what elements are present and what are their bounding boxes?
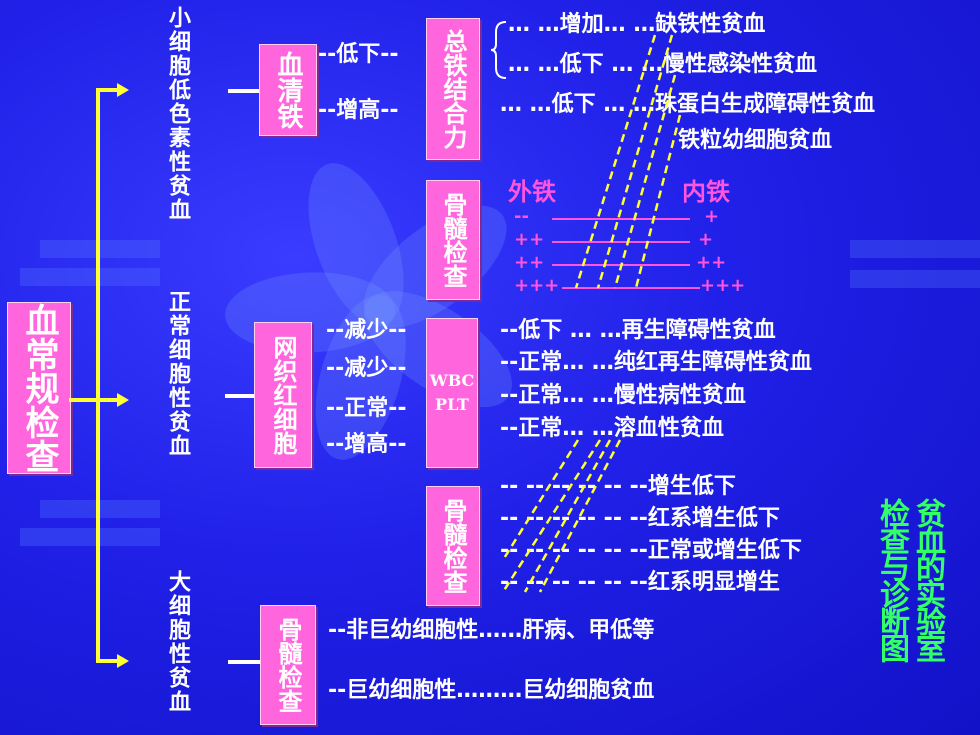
title-line-2: 检查与诊断图 xyxy=(874,498,909,660)
branch-line-normocytic xyxy=(96,398,118,402)
dash-connector xyxy=(225,394,255,398)
iron-line xyxy=(552,218,690,220)
arrow-icon xyxy=(117,83,129,97)
dash-connector xyxy=(228,660,260,664)
macro-row-1: --非巨幼细胞性……肝病、甲低等 xyxy=(328,618,655,643)
retic-value-3: --正常-- xyxy=(326,396,407,421)
retic-row-1: --低下 … …再生障碍性贫血 xyxy=(500,318,776,343)
iron-line xyxy=(552,241,690,243)
retic-row-3: --正常… …慢性病性贫血 xyxy=(500,383,746,408)
iron-row-1: … …增加… …缺铁性贫血 xyxy=(508,12,766,37)
outer-iron-label: 外铁 xyxy=(508,178,556,206)
marrow-row-3: -- -- -- -- -- --正常或增生低下 xyxy=(500,538,802,563)
outer-iron-value: ++ xyxy=(514,252,545,273)
wbc-label: WBC xyxy=(429,371,475,390)
marrow-row-1: -- -- -- -- -- --增生低下 xyxy=(500,474,736,499)
inner-iron-value: +++ xyxy=(700,275,746,296)
brace-icon xyxy=(490,21,507,79)
arrow-icon xyxy=(117,393,129,407)
blood-routine-box: 血常规检查 xyxy=(7,302,71,474)
bone-marrow-box-2: 骨髓检查 xyxy=(426,486,480,606)
root-connector xyxy=(69,398,97,402)
retic-value-1: --减少-- xyxy=(326,318,407,343)
marrow-row-4: -- -- -- -- -- --红系明显增生 xyxy=(500,570,780,595)
inner-iron-label: 内铁 xyxy=(682,178,730,206)
retic-row-4: --正常… …溶血性贫血 xyxy=(500,416,724,441)
category-label-macrocytic: 大细胞性贫血 xyxy=(165,570,190,714)
inner-iron-value: ++ xyxy=(696,252,727,273)
iron-low-text: --低下-- xyxy=(318,42,399,67)
retic-value-2: --减少-- xyxy=(326,356,407,381)
tibc-box: 总铁结合力 xyxy=(426,18,480,160)
reticulocyte-box: 网织红细胞 xyxy=(254,322,312,468)
bone-marrow-box-1: 骨髓检查 xyxy=(426,180,480,300)
outer-iron-value: ++ xyxy=(514,229,545,250)
tree-trunk-line xyxy=(96,88,100,663)
inner-iron-value: + xyxy=(698,229,714,250)
arrow-icon xyxy=(117,654,129,668)
outer-iron-value: +++ xyxy=(514,275,560,296)
iron-line xyxy=(562,287,700,289)
outer-iron-value: -- xyxy=(514,206,529,227)
category-label-microcytic: 小细胞低色素性贫血 xyxy=(165,6,190,222)
plt-label: PLT xyxy=(435,395,469,414)
retic-value-4: --增高-- xyxy=(326,432,407,457)
category-label-normocytic: 正常细胞性贫血 xyxy=(165,290,190,458)
serum-iron-box: 血清铁 xyxy=(259,44,317,136)
branch-line-macrocytic xyxy=(96,659,118,663)
branch-line-microcytic xyxy=(96,88,118,92)
iron-row-4: 铁粒幼细胞贫血 xyxy=(678,128,833,153)
bone-marrow-box-3: 骨髓检查 xyxy=(260,605,316,725)
inner-iron-value: + xyxy=(704,206,720,227)
iron-high-text: --增高-- xyxy=(318,98,399,123)
dash-connector xyxy=(228,89,260,93)
iron-row-3: … …低下 … …珠蛋白生成障碍性贫血 xyxy=(500,92,875,117)
wbc-plt-box: WBC PLT xyxy=(426,318,478,468)
macro-row-2: --巨幼细胞性………巨幼细胞贫血 xyxy=(328,678,655,703)
title-line-1: 贫血的实验室 xyxy=(910,498,945,660)
retic-row-2: --正常… …纯红再生障碍性贫血 xyxy=(500,350,812,375)
